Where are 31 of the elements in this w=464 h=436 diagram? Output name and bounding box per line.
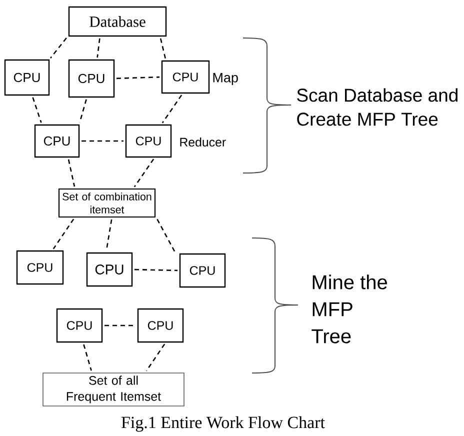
itemset-box: Set of all Frequent Itemset <box>42 372 184 406</box>
database-box: Database <box>68 6 167 37</box>
dashed-line <box>52 218 74 250</box>
dashed-line <box>116 76 160 80</box>
phase-label: Scan Database and Create MFP Tree <box>297 88 458 126</box>
process-box: CPU <box>86 252 133 287</box>
dashed-line <box>162 94 182 124</box>
process-box: CPU <box>56 308 103 343</box>
dashed-line <box>160 38 166 59</box>
phase-label: Mine the MFP Tree <box>312 274 387 344</box>
itemset-box: Set of combination itemset <box>58 188 156 218</box>
dashed-line <box>32 97 42 123</box>
process-box: CPU <box>137 308 184 343</box>
dashed-line <box>146 344 166 372</box>
process-box: CPU <box>161 60 210 94</box>
process-box: CPU <box>34 124 80 158</box>
dashed-line <box>104 324 136 326</box>
process-box: CPU <box>179 253 226 288</box>
caption: Fig.1 Entire Work Flow Chart <box>121 416 325 432</box>
process-box: CPU <box>16 250 64 285</box>
dashed-line <box>50 38 67 58</box>
dashed-line <box>96 38 100 58</box>
dashed-line <box>156 218 176 252</box>
process-box: CPU <box>4 59 50 96</box>
dashed-line <box>134 268 178 272</box>
dashed-line <box>82 140 124 142</box>
process-box: CPU <box>125 124 172 158</box>
dashed-line <box>83 344 92 371</box>
dashed-line <box>134 158 154 188</box>
process-box: CPU <box>68 59 115 98</box>
dashed-line <box>68 159 76 187</box>
